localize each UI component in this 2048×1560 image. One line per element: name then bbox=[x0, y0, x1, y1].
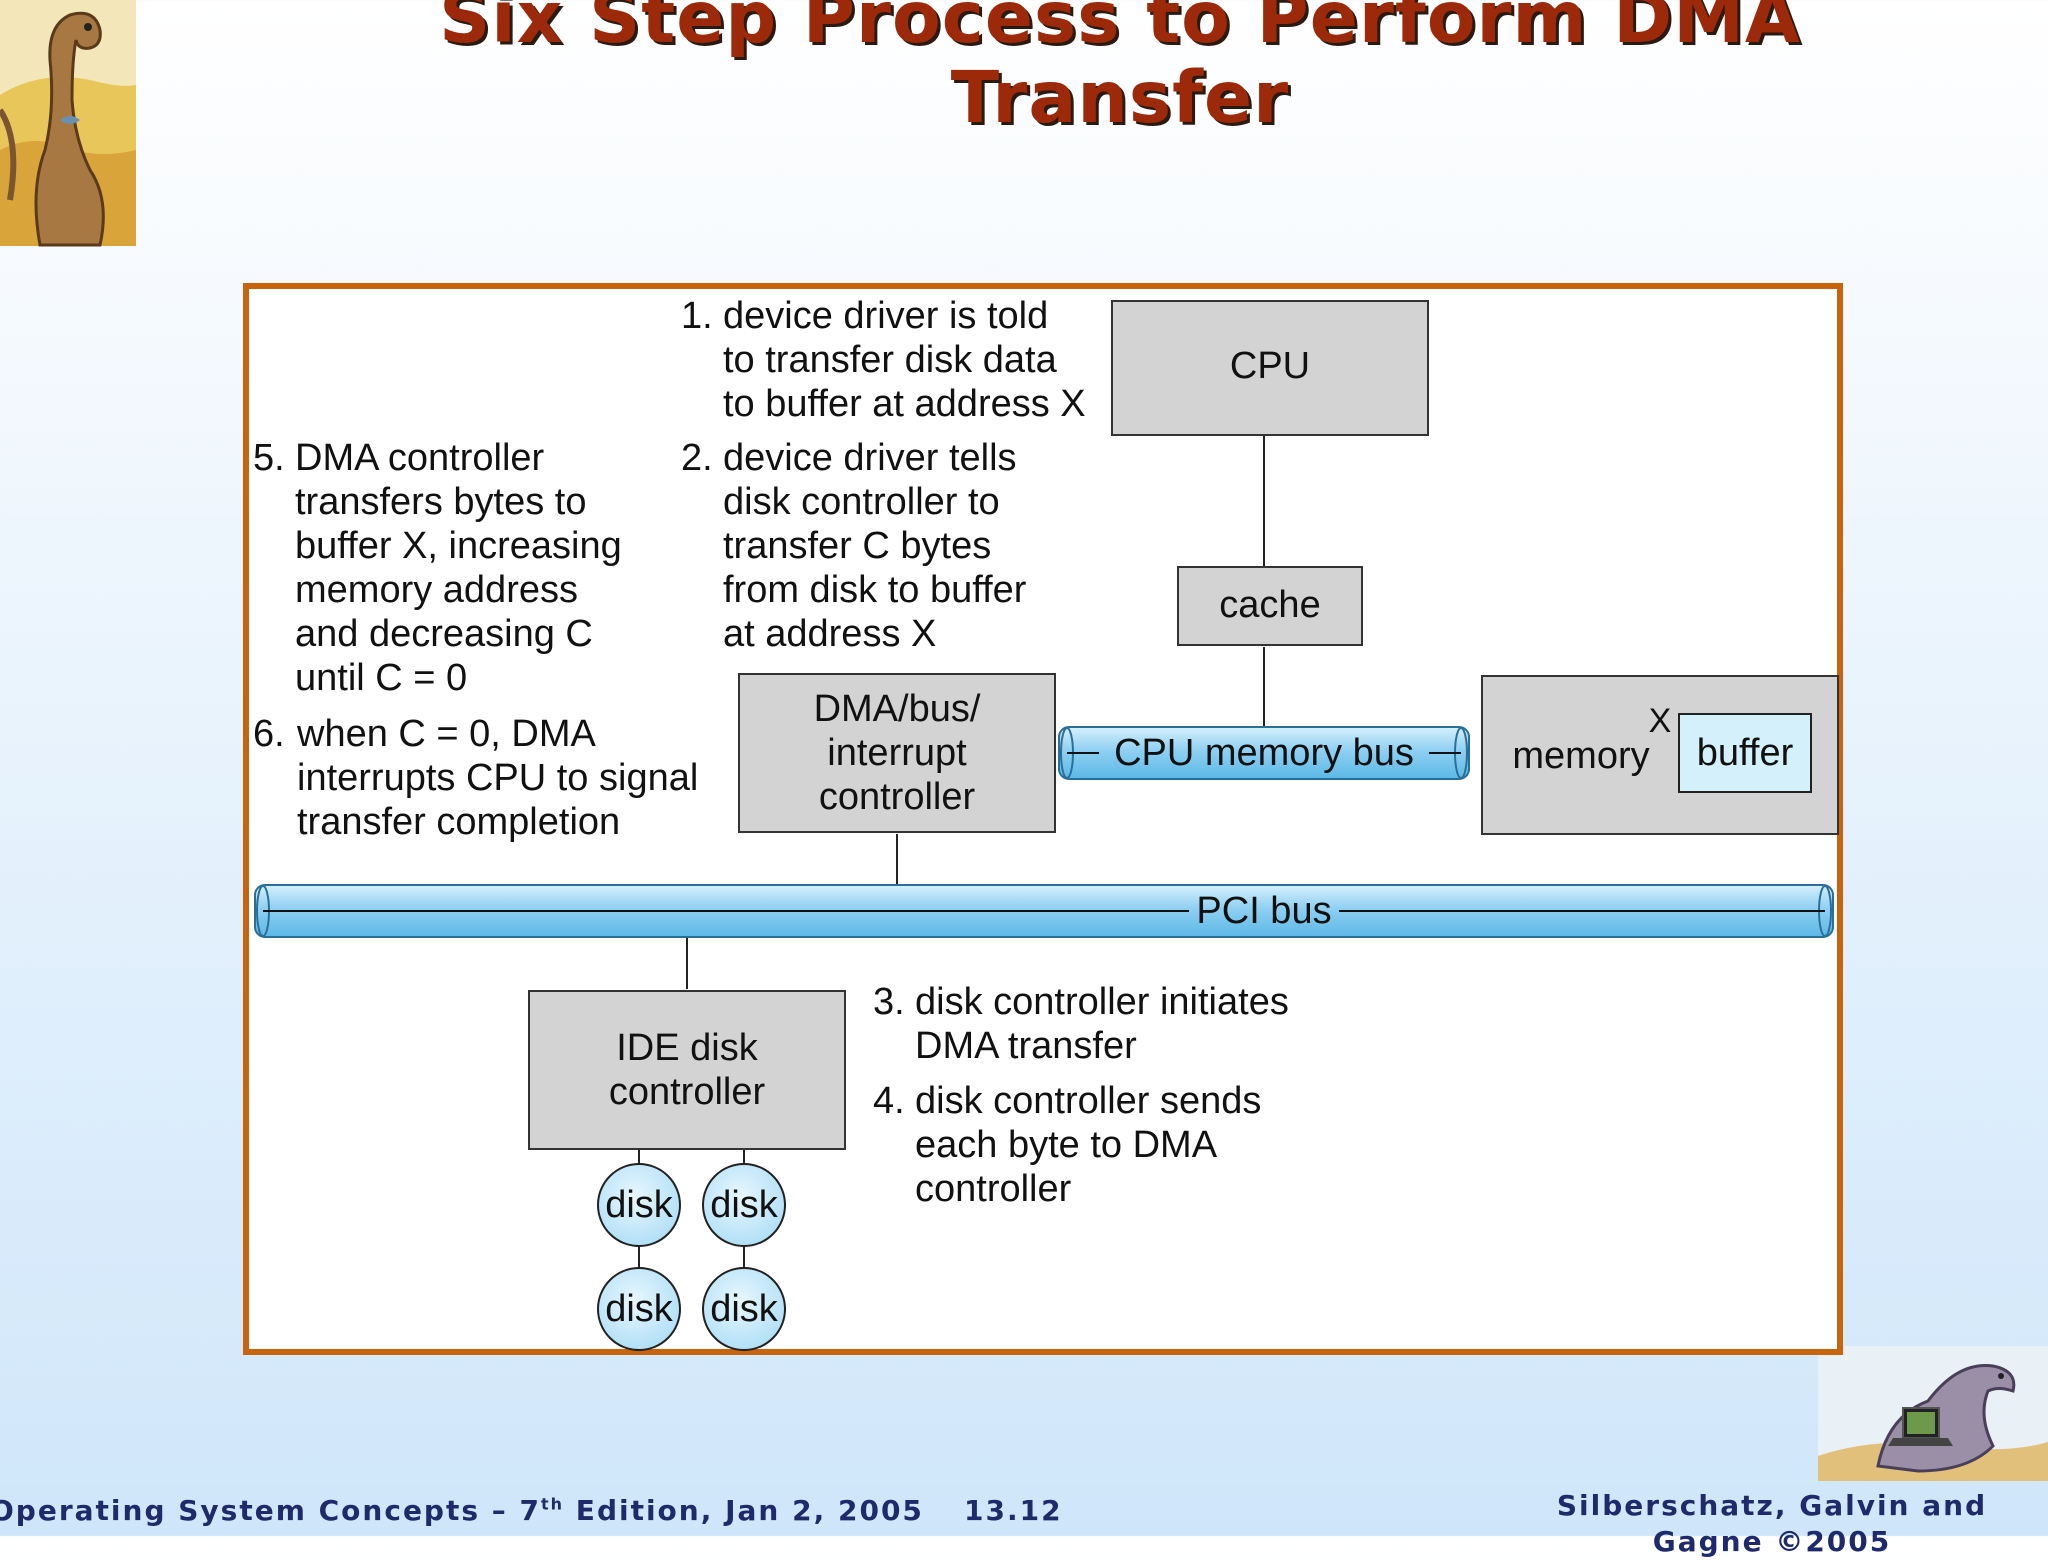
slide-title: Six Step Process to Perform DMA Transfer bbox=[439, 0, 1801, 139]
step-5-line-1: DMA controller bbox=[295, 437, 545, 479]
ide-controller-label-line-1: IDE disk bbox=[616, 1027, 758, 1069]
step-2-line-3: transfer C bytes bbox=[723, 525, 991, 567]
step-2-note: 2. device driver tells disk controller t… bbox=[681, 437, 1027, 655]
footer-edition-superscript: th bbox=[541, 1494, 565, 1514]
step-2-line-2: disk controller to bbox=[723, 481, 1000, 523]
step-3-number: 3. bbox=[873, 981, 905, 1023]
cache-label: cache bbox=[1219, 584, 1320, 626]
step-6-number: 6. bbox=[253, 713, 285, 755]
step-4-line-2: each byte to DMA bbox=[915, 1124, 1218, 1166]
dma-controller-label-line-2: interrupt bbox=[827, 732, 967, 774]
step-2-number: 2. bbox=[681, 437, 713, 479]
step-5-note: 5. DMA controller transfers bytes to buf… bbox=[253, 437, 622, 699]
dma-diagram: CPU cache CPU memory bus memory X buffer bbox=[243, 283, 1843, 1355]
step-5-line-4: memory address bbox=[295, 569, 578, 611]
step-2-line-1: device driver tells bbox=[723, 437, 1017, 479]
disk-1: disk bbox=[597, 1163, 681, 1247]
pci-bus: PCI bus bbox=[254, 884, 1834, 938]
step-1-line-3: to buffer at address X bbox=[723, 383, 1086, 425]
cpu-memory-bus: CPU memory bus bbox=[1058, 726, 1470, 780]
cache-box: cache bbox=[1177, 566, 1363, 646]
footer-edition-date: Edition, Jan 2, 2005 bbox=[564, 1494, 924, 1527]
disk-3: disk bbox=[597, 1267, 681, 1351]
buffer-box bbox=[1678, 713, 1812, 793]
step-4-number: 4. bbox=[873, 1080, 905, 1122]
step-1-line-2: to transfer disk data bbox=[723, 339, 1058, 381]
cpu-label: CPU bbox=[1230, 345, 1310, 387]
cpu-memory-bus-label: CPU memory bus bbox=[1114, 732, 1414, 774]
step-3-line-1: disk controller initiates bbox=[915, 981, 1289, 1023]
step-4-line-3: controller bbox=[915, 1168, 1072, 1210]
disk-3-label: disk bbox=[605, 1288, 674, 1330]
ide-disk-controller-box: IDE disk controller bbox=[528, 990, 846, 1150]
step-6-line-1: when C = 0, DMA bbox=[296, 713, 596, 755]
step-3-line-2: DMA transfer bbox=[915, 1025, 1137, 1067]
disk-2-label: disk bbox=[710, 1184, 779, 1226]
disk-4: disk bbox=[702, 1267, 786, 1351]
buffer-label: buffer bbox=[1697, 732, 1794, 774]
step-5-line-6: until C = 0 bbox=[295, 657, 467, 699]
memory-address-x-label: X bbox=[1649, 702, 1672, 740]
cpu-box: CPU bbox=[1111, 300, 1429, 436]
pci-bus-label: PCI bus bbox=[1196, 890, 1331, 932]
step-4-note: 4. disk controller sends each byte to DM… bbox=[873, 1080, 1261, 1210]
disk-4-label: disk bbox=[710, 1288, 779, 1330]
memory-label: memory bbox=[1512, 735, 1649, 777]
dma-controller-label-line-3: controller bbox=[819, 776, 976, 818]
step-1-line-1: device driver is told bbox=[723, 295, 1048, 337]
footer-page-number: 13.12 bbox=[964, 1494, 1063, 1527]
dma-controller-box: DMA/bus/ interrupt controller bbox=[738, 673, 1056, 833]
ide-controller-label-line-2: controller bbox=[609, 1071, 766, 1113]
memory-box: memory X buffer bbox=[1481, 675, 1839, 835]
step-5-number: 5. bbox=[253, 437, 285, 479]
disk-2: disk bbox=[702, 1163, 786, 1247]
step-1-note: 1. device driver is told to transfer dis… bbox=[681, 295, 1086, 425]
step-5-line-5: and decreasing C bbox=[295, 613, 593, 655]
dinosaur-laptop-image bbox=[1818, 1346, 2048, 1481]
footer-book-title-text: Operating System Concepts – 7 bbox=[0, 1494, 542, 1527]
step-4-line-1: disk controller sends bbox=[915, 1080, 1261, 1122]
step-1-number: 1. bbox=[681, 295, 713, 337]
footer-authors: Silberschatz, Galvin and Gagne ©2005 bbox=[1556, 1489, 1988, 1558]
footer-book-title: Operating System Concepts – 7th Edition,… bbox=[0, 1494, 924, 1527]
step-2-line-4: from disk to buffer bbox=[723, 569, 1027, 611]
dma-controller-label-line-1: DMA/bus/ bbox=[814, 688, 981, 730]
step-6-line-3: transfer completion bbox=[297, 801, 620, 843]
step-3-note: 3. disk controller initiates DMA transfe… bbox=[873, 981, 1289, 1067]
step-5-line-3: buffer X, increasing bbox=[295, 525, 622, 567]
disk-1-label: disk bbox=[605, 1184, 674, 1226]
step-6-line-2: interrupts CPU to signal bbox=[297, 757, 698, 799]
step-6-note: 6. when C = 0, DMA interrupts CPU to sig… bbox=[253, 713, 698, 843]
step-5-line-2: transfers bytes to bbox=[295, 481, 586, 523]
dinosaur-reading-image bbox=[0, 0, 136, 247]
step-2-line-5: at address X bbox=[723, 613, 936, 655]
